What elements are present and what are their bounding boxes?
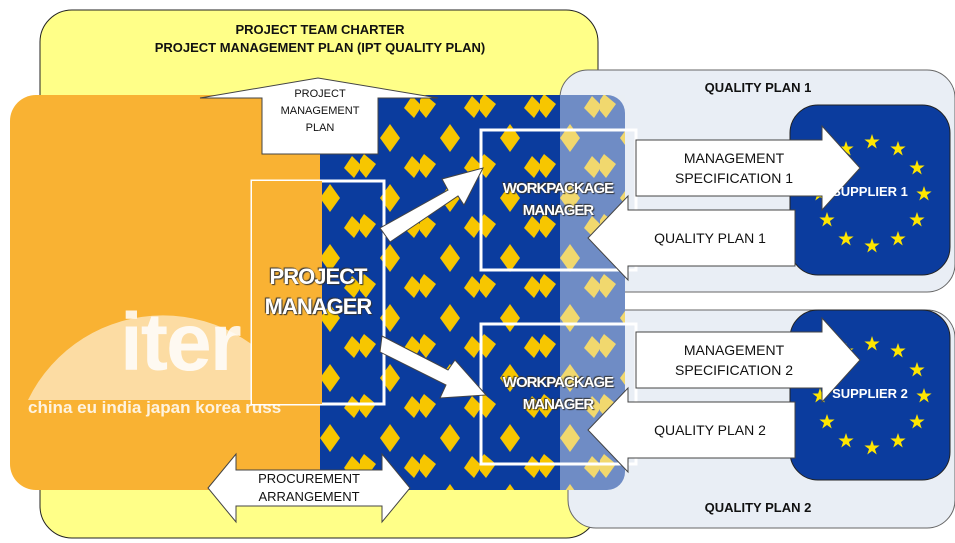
pm-line1: PROJECT: [269, 264, 368, 289]
proc-line2: ARRANGEMENT: [258, 489, 360, 504]
proc-line1: PROCUREMENT: [258, 471, 360, 486]
management-spec-1-arrow: [635, 124, 861, 212]
workpackage-manager-2-label: WORKPACKAGE MANAGER: [478, 372, 638, 416]
arrow-pm-to-wp2: [379, 335, 488, 399]
wp2-line1: WORKPACKAGE: [502, 374, 614, 391]
quality-plan-2-label: QUALITY PLAN 2: [654, 422, 766, 438]
quality-plan-1-label: QUALITY PLAN 1: [654, 230, 766, 246]
procurement-arrangement-label: PROCUREMENT ARRANGEMENT: [236, 470, 382, 506]
charter-title: PROJECT TEAM CHARTER: [235, 22, 405, 37]
spec1-line2: SPECIFICATION 1: [675, 170, 793, 186]
management-spec-2-arrow: [635, 316, 861, 404]
pmp-line3: PLAN: [305, 122, 335, 134]
management-spec-1-label: MANAGEMENT SPECIFICATION 1: [650, 148, 818, 188]
workpackage-manager-1-label: WORKPACKAGE MANAGER: [478, 178, 638, 222]
project-management-plan-label: PROJECT MANAGEMENT PLAN: [262, 86, 378, 137]
pmp-line2: MANAGEMENT: [280, 105, 360, 117]
quality-plan-1-title: QUALITY PLAN 1: [704, 80, 812, 95]
project-manager-label: PROJECT MANAGER: [252, 262, 384, 322]
arrow-pm-to-wp1: [379, 167, 484, 243]
supplier-1-label: SUPPLIER 1: [832, 184, 908, 199]
spec1-line1: MANAGEMENT: [683, 150, 785, 166]
iter-logo-sun: [28, 315, 298, 400]
supplier-2-label: SUPPLIER 2: [832, 386, 908, 401]
spec2-line1: MANAGEMENT: [683, 342, 785, 358]
project-management-plan-arrow: [199, 77, 439, 155]
wp1-line2: MANAGER: [522, 202, 595, 219]
iter-logo-tagline: china eu india japan korea russ: [28, 398, 282, 417]
wp2-line2: MANAGER: [522, 396, 595, 413]
workpackage-manager-1-box: [479, 128, 638, 272]
quality-plan-2-arrow: [587, 386, 796, 474]
management-spec-2-label: MANAGEMENT SPECIFICATION 2: [650, 340, 818, 380]
spec2-line2: SPECIFICATION 2: [675, 362, 793, 378]
pm-line2: MANAGER: [264, 294, 373, 319]
pmp-line1: PROJECT: [294, 88, 346, 100]
management-plan-title: PROJECT MANAGEMENT PLAN (IPT QUALITY PLA…: [154, 40, 486, 55]
procurement-arrangement-arrow: [207, 452, 411, 524]
quality-plan-1-arrow: [587, 194, 796, 282]
iter-blue-panel: [320, 95, 625, 490]
quality-plan-2-title: QUALITY PLAN 2: [704, 500, 812, 515]
iter-logo-word: iter: [120, 297, 242, 388]
wp1-line1: WORKPACKAGE: [502, 180, 614, 197]
